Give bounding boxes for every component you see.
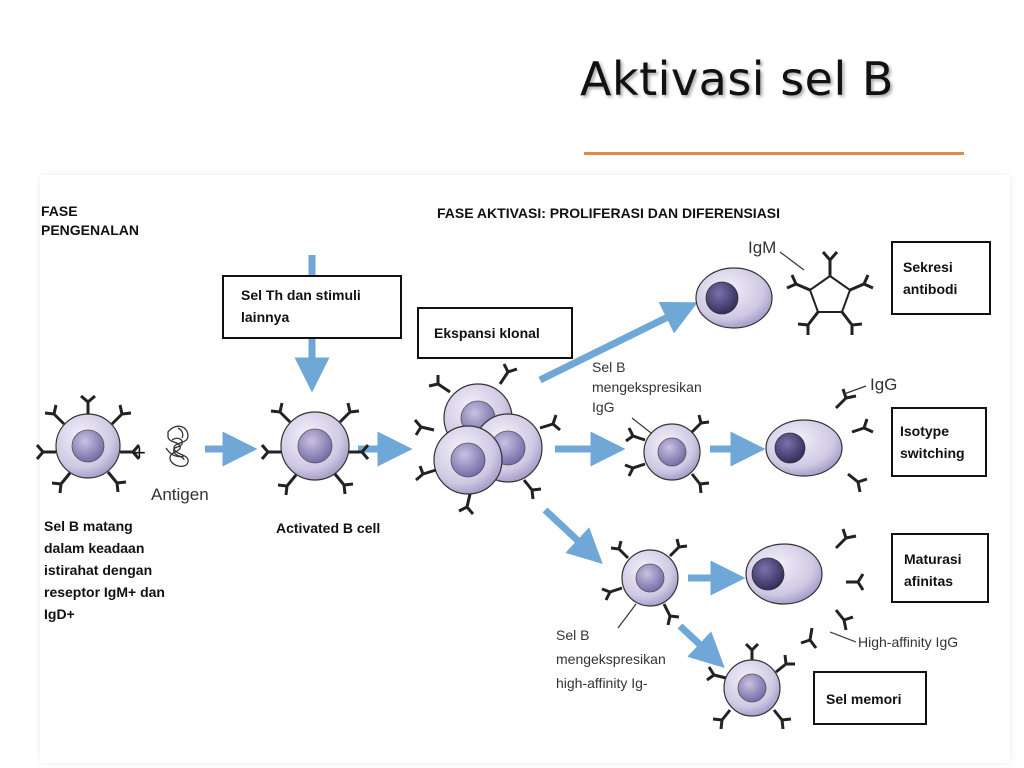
mature-b-label: Sel B matang dalam keadaan istirahat den… [44,518,169,622]
igm-pentamer [786,251,874,335]
phase-recognition-label: FASE PENGENALAN [41,203,139,238]
high-affinity-expressing-pointer [617,603,637,629]
clonal-expansion-box: Ekspansi klonal [417,307,573,359]
clonal-cell-cluster [413,363,561,515]
plasma-cell-igg [765,419,843,477]
high-affinity-igg-antibodies [800,528,865,649]
svg-text:Sekresi antibodi: Sekresi antibodi [903,259,957,297]
svg-text:Sel Th dan stimuli lainn: Sel Th dan stimuli lainnya [241,287,365,325]
title-underline [584,152,964,155]
igm-pointer [779,251,805,271]
isotype-switching-box: Isotype switching [891,407,987,477]
antigen-molecule [165,425,189,468]
plasma-cell-high-affinity [745,543,823,605]
flow-arrows [205,255,766,668]
igg-antibodies [834,388,874,493]
th-stimuli-box: Sel Th dan stimuli lainnya [222,275,402,339]
arrow-to-affinity-cell [542,507,603,564]
plus-sign: + [133,440,146,465]
memory-b-cell [706,642,795,730]
mature-b-cell [35,394,141,494]
arrow-to-memory [677,623,725,668]
high-affinity-igg-label: High-affinity IgG [858,634,958,650]
maturasi-afinitas-box: Maturasi afinitas [891,533,989,603]
antigen-label: Antigen [151,485,209,504]
high-affinity-expressing-label: Sel B mengekspresikan high-affinity Ig- [556,627,670,691]
activated-b-label: Activated B cell [276,520,380,536]
igg-expressing-b-cell [624,414,710,494]
slide-title: Aktivasi sel B [580,52,894,106]
svg-text:Sel memori: Sel memori [826,691,901,707]
plasma-cell-igm [695,267,773,329]
arrow-to-antibody [538,302,698,384]
activated-b-cell [260,402,370,496]
svg-text:Ekspansi klonal: Ekspansi klonal [434,325,540,341]
high-affinity-b-cell [601,538,688,626]
igm-label: IgM [748,238,776,257]
high-affinity-igg-pointer [829,631,857,643]
sekresi-antibodi-box: Sekresi antibodi [891,241,991,315]
sel-memori-box: Sel memori [813,671,927,725]
igg-label: IgG [870,375,897,394]
igg-pointer [843,385,867,395]
svg-text:Isotype switching: Isotype switching [900,423,965,461]
svg-text:Maturasi afinitas: Maturasi afinitas [904,551,965,589]
igg-expressing-label: Sel B mengekspresikan IgG [592,359,706,415]
phase-activation-label: FASE AKTIVASI: PROLIFERASI DAN DIFERENSI… [437,205,780,221]
